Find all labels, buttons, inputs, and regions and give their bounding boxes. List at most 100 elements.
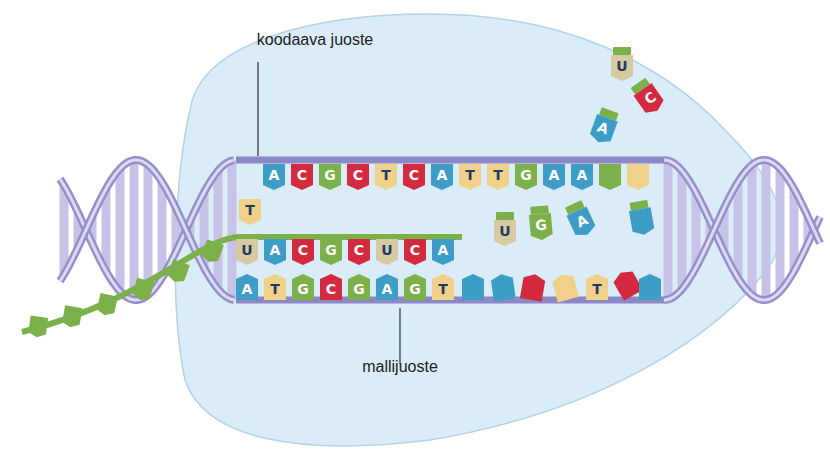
base-pair-rung: [228, 161, 237, 300]
nucleotide-shape: [431, 164, 453, 190]
nucleotide-shape: [62, 305, 83, 329]
base-letter: U: [611, 56, 633, 76]
nucleotide-shape: [432, 274, 454, 300]
nucleotide-shape: [490, 273, 515, 302]
base-letter: A: [432, 240, 454, 260]
base-body: [96, 293, 118, 317]
nucleotide-shape: [551, 272, 579, 303]
base-body: [320, 239, 342, 265]
base-body: [639, 274, 661, 300]
nucleotide-shape: [588, 107, 620, 146]
nucleotide-shape: [348, 274, 370, 300]
backbone: [664, 160, 820, 300]
base-body: [62, 305, 83, 329]
base-body: [319, 164, 341, 190]
dna-helix: [60, 160, 820, 300]
base-body: [292, 239, 314, 265]
nucleotide-shape: [292, 239, 314, 265]
base-letter: C: [404, 240, 426, 260]
base-body: [404, 274, 426, 300]
nucleotide-shape: [291, 164, 313, 190]
strand-label: koodaava juoste: [257, 31, 374, 49]
base-letter: U: [236, 240, 258, 260]
base-body: [403, 164, 425, 190]
base-body: [490, 273, 515, 302]
base-body: [599, 164, 621, 190]
base-letter: A: [263, 165, 285, 185]
base-letter: C: [403, 165, 425, 185]
base-body: [347, 164, 369, 190]
base-body: [239, 199, 261, 225]
phosphate-cap: [530, 205, 549, 215]
nucleotide-shape: [520, 272, 546, 301]
phosphate-cap: [496, 212, 514, 220]
nucleotide-shape: [563, 199, 597, 239]
base-letter: T: [264, 279, 286, 299]
base-body: [634, 83, 667, 117]
base-pair-rung: [678, 171, 687, 289]
nucleotide-shape: [404, 239, 426, 265]
nucleotide-shape: [263, 164, 285, 190]
nucleotide-shape: [96, 293, 118, 317]
base-body: [320, 274, 342, 300]
base-body: [529, 213, 553, 241]
base-letter: C: [291, 165, 313, 185]
base-pair-rung: [776, 169, 785, 292]
base-body: [264, 274, 286, 300]
base-pair-rung: [748, 165, 757, 295]
base-body: [263, 164, 285, 190]
nucleotide-shape: [320, 239, 342, 265]
leader-line: [399, 308, 400, 364]
nucleotide-shape: [375, 164, 397, 190]
nucleotide-shape: [639, 274, 661, 300]
base-pair-rung: [664, 161, 673, 300]
base-body: [236, 239, 258, 265]
base-body: [291, 164, 313, 190]
base-body: [611, 55, 633, 81]
nucleotide-shape: [571, 164, 593, 190]
base-pair-rung: [762, 160, 771, 300]
nucleotide-shape: [348, 239, 370, 265]
base-body: [487, 164, 509, 190]
nucleotide-shape: [132, 278, 154, 303]
nucleotides: [28, 47, 667, 339]
base-body: [376, 274, 398, 300]
nucleotide-shape: [264, 274, 286, 300]
base-body: [627, 164, 649, 190]
base-body: [551, 272, 579, 303]
base-body: [432, 274, 454, 300]
base-body: [376, 239, 398, 265]
base-letter: G: [404, 279, 426, 299]
base-body: [567, 207, 598, 240]
base-body: [462, 274, 484, 300]
base-body: [348, 274, 370, 300]
nucleotide-shape: [586, 274, 608, 300]
base-letter: G: [320, 240, 342, 260]
leader-line: [257, 62, 258, 156]
base-body: [588, 114, 618, 146]
base-pair-rung: [158, 182, 167, 278]
nucleotide-shape: [28, 315, 48, 338]
nucleotide-shape: [320, 274, 342, 300]
backbone: [664, 160, 820, 300]
nucleotide-shape: [200, 239, 224, 265]
nucleotide-shape: [239, 199, 261, 225]
base-letter: C: [348, 240, 370, 260]
base-letter: G: [529, 214, 553, 236]
base-body: [431, 164, 453, 190]
rna-strand: [22, 237, 462, 332]
base-body: [494, 220, 516, 246]
base-body: [375, 164, 397, 190]
base-body: [432, 239, 454, 265]
backbone-highlight: [664, 160, 820, 300]
nucleotide-shape: [599, 164, 621, 190]
strand-label: mallijuoste: [362, 358, 438, 376]
base-letter: A: [571, 165, 593, 185]
nucleotide-shape: [403, 164, 425, 190]
dna-strands: [22, 160, 664, 332]
base-letter: G: [319, 165, 341, 185]
base-letter: T: [487, 165, 509, 185]
base-letter: A: [431, 165, 453, 185]
base-body: [586, 274, 608, 300]
phosphate-cap: [613, 47, 631, 55]
